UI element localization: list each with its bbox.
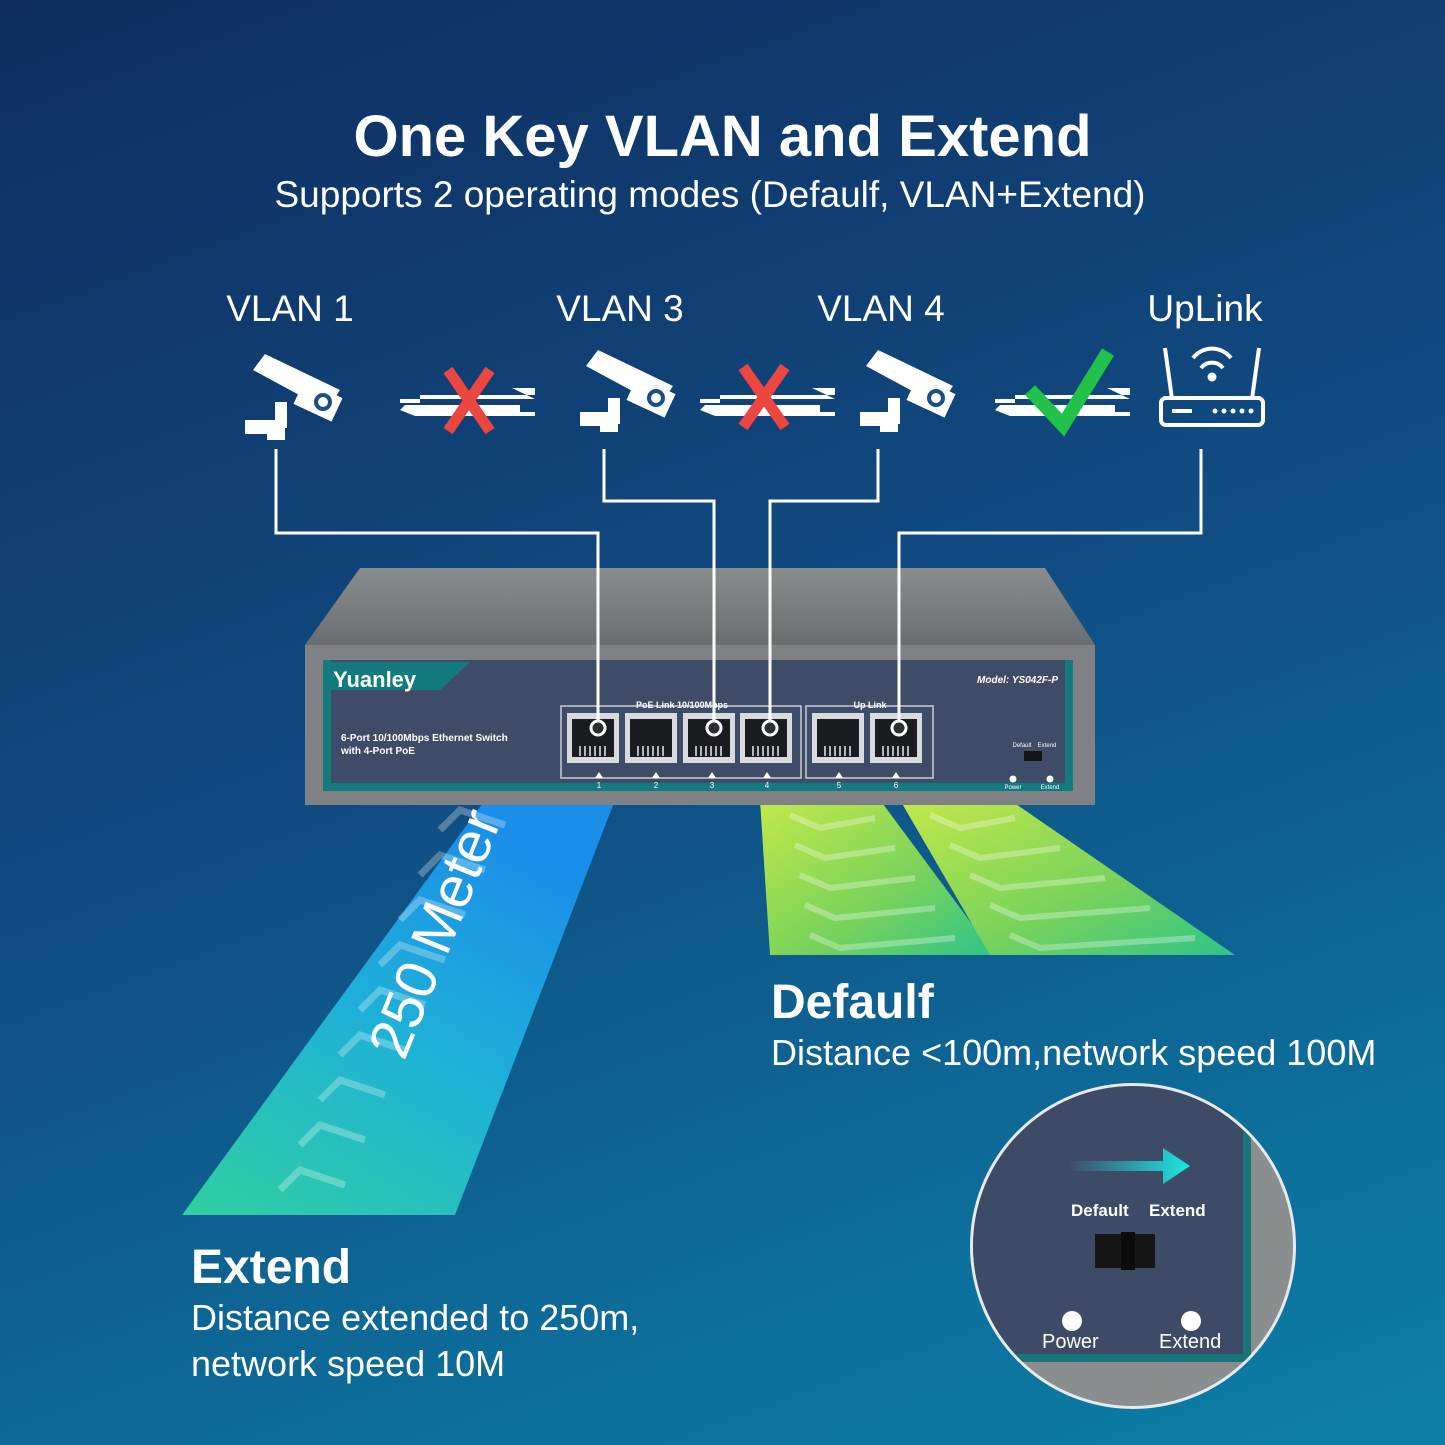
extend-desc-line-1: Distance extended to 250m, [191, 1297, 640, 1338]
port-number-1: 1 [597, 781, 602, 790]
zoom-extend-label: Extend [1149, 1201, 1206, 1220]
security-camera-icon [245, 350, 956, 440]
uplink-group-label: Up Link [854, 700, 888, 710]
port-number-2: 2 [654, 781, 659, 790]
connection-lines [274, 449, 1203, 728]
zoom-extend-led-label: Extend [1159, 1331, 1222, 1353]
zoom-default-label: Default [1071, 1201, 1129, 1220]
default-range-ray-2 [900, 800, 1235, 955]
port-number-4: 4 [765, 781, 770, 790]
vlan4-label: VLAN 4 [817, 288, 945, 329]
router-icon [1159, 346, 1265, 427]
ethernet-port-5 [812, 713, 864, 763]
mode-switch-extend-label: Extend [1038, 743, 1057, 749]
switch-description-1: 6-Port 10/100Mbps Ethernet Switch [341, 733, 508, 744]
poe-switch: 1 2 3 4 5 6 Yuanley Model: YS042F-P 6-Po… [305, 568, 1095, 805]
mode-switch-default-label: Default [1012, 743, 1031, 749]
port-number-6: 6 [894, 781, 899, 790]
mode-switch[interactable] [1024, 751, 1042, 761]
extend-mode-title: Extend [191, 1241, 352, 1294]
extend-desc-line-2: network speed 10M [191, 1343, 506, 1384]
vlan3-label: VLAN 3 [556, 288, 684, 329]
mode-switch-zoom: Default Extend Power Extend [970, 1083, 1296, 1409]
extend-led-icon [1046, 775, 1054, 783]
zoom-panel [973, 1086, 1251, 1362]
cross-icon [738, 363, 790, 431]
ethernet-port-3 [683, 713, 735, 763]
cross-icon [443, 366, 495, 435]
brand-logo: Yuanley [333, 667, 417, 692]
page-subtitle: Supports 2 operating modes (Defaulf, VLA… [274, 174, 1146, 215]
uplink-label: UpLink [1147, 288, 1263, 329]
zoom-power-label: Power [1042, 1331, 1099, 1353]
zoom-extend-led-icon [1181, 1311, 1201, 1331]
power-led-icon [1009, 775, 1017, 783]
ethernet-port-6 [870, 713, 922, 763]
extend-range-ray [182, 800, 615, 1215]
default-mode-description: Distance <100m,network speed 100M [771, 1032, 1377, 1073]
poe-group-label: PoE Link 10/100Mbps [636, 700, 728, 710]
vlan1-label: VLAN 1 [226, 288, 354, 329]
ethernet-port-2 [625, 713, 677, 763]
extend-led-label: Extend [1041, 785, 1060, 791]
page-title: One Key VLAN and Extend [353, 104, 1092, 169]
zoom-power-led-icon [1062, 1311, 1082, 1331]
extend-mode-description: Distance extended to 250m, network speed… [191, 1295, 639, 1387]
switch-description-2: with 4-Port PoE [340, 746, 415, 757]
power-led-label: Power [1004, 785, 1021, 791]
ethernet-port-1 [567, 713, 619, 763]
default-mode-title: Defaulf [771, 976, 934, 1029]
port-number-3: 3 [710, 781, 715, 790]
zoom-arrow-icon [1062, 1148, 1201, 1331]
model-label: Model: YS042F-P [977, 675, 1058, 686]
check-icon [1024, 348, 1114, 437]
default-range-ray-1 [760, 800, 995, 955]
port-number-5: 5 [837, 781, 842, 790]
